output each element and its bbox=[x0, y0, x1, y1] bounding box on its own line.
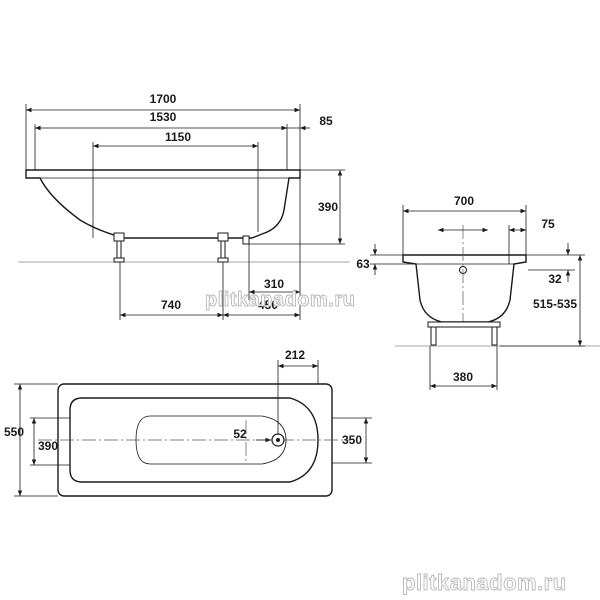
dim-bottom-width: 350 bbox=[342, 433, 362, 447]
dim-inner-width: 390 bbox=[38, 439, 58, 453]
dim-inner-length: 1530 bbox=[150, 110, 177, 124]
side-view: 1700 1530 85 1150 390 310 740 450 bbox=[18, 92, 350, 320]
top-view: 550 390 350 212 52 bbox=[4, 348, 372, 497]
dim-rim-offset: 85 bbox=[319, 114, 333, 128]
dim-rim-width: 75 bbox=[541, 217, 555, 231]
dim-leg-to-end: 450 bbox=[258, 298, 278, 312]
watermark-center: plitkanadom.ru bbox=[205, 289, 355, 311]
top-inner-basin bbox=[69, 397, 319, 483]
dim-flat-bottom-length: 1150 bbox=[165, 130, 191, 144]
dim-depth: 390 bbox=[318, 200, 338, 214]
side-leg-left-bracket bbox=[113, 232, 125, 242]
dim-overall-length: 1700 bbox=[150, 92, 177, 106]
end-leg-left bbox=[430, 326, 437, 346]
watermark-bottom: plitkanadom.ru bbox=[402, 570, 567, 595]
end-view: 700 75 63 32 515-535 380 bbox=[356, 194, 600, 390]
dim-installed-height: 515-535 bbox=[533, 297, 577, 311]
side-leg-right-bracket bbox=[217, 232, 229, 242]
dim-rim-drop: 63 bbox=[356, 257, 370, 271]
end-frame bbox=[427, 321, 501, 328]
end-tub-outline bbox=[402, 254, 527, 323]
dim-drain-to-end: 212 bbox=[285, 348, 305, 362]
dim-leg-spacing: 740 bbox=[161, 298, 181, 312]
top-flat-bottom bbox=[135, 415, 287, 465]
dim-leg-span: 380 bbox=[453, 370, 473, 384]
dim-end-width: 700 bbox=[454, 194, 474, 208]
dim-drain-diameter: 52 bbox=[233, 427, 247, 441]
side-tub-outline bbox=[25, 169, 301, 239]
end-leg-right bbox=[491, 326, 498, 346]
side-drain bbox=[242, 235, 250, 245]
dim-drain-offset: 310 bbox=[264, 277, 284, 291]
dim-outer-width: 550 bbox=[4, 425, 24, 439]
dim-overflow-height: 32 bbox=[548, 272, 562, 286]
